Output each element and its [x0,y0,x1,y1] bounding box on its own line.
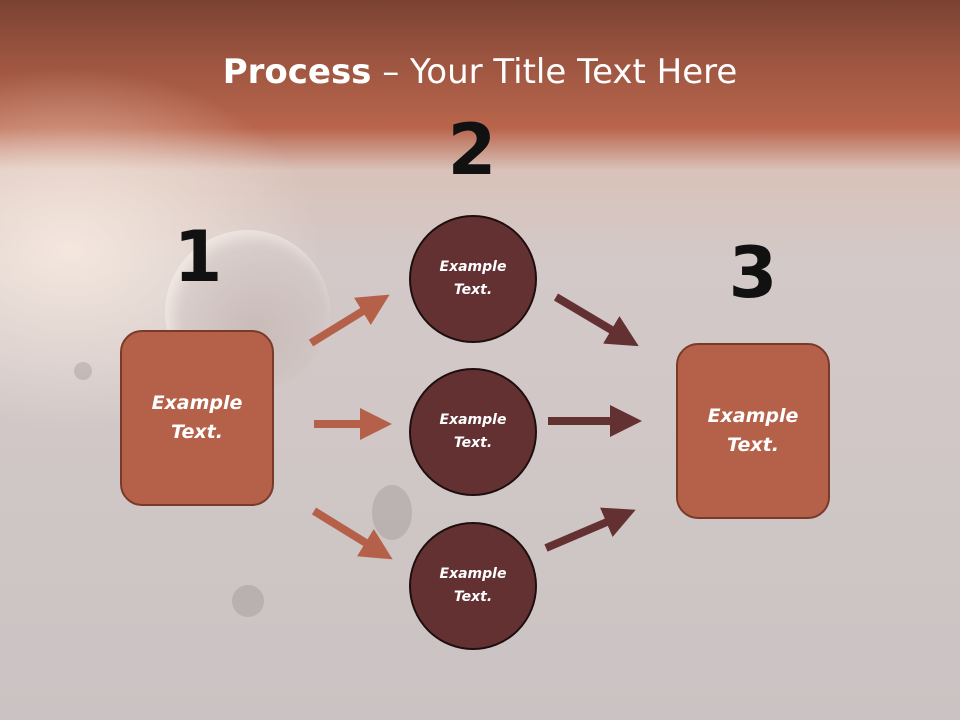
circle-middle-text: Example Text. [439,412,507,451]
title-bold: Process [222,52,372,92]
asteroid-decoration [232,585,264,617]
step-number-3: 3 [728,232,778,314]
step-3-text: Example Text. [707,405,799,456]
step-1-text: Example Text. [151,392,243,443]
circle-middle: Example Text. [409,368,537,496]
circle-bottom: Example Text. [409,522,537,650]
step-1-box: Example Text. [120,330,274,506]
step-number-2: 2 [447,109,497,191]
asteroid-decoration [74,362,92,380]
step-number-1: 1 [173,216,223,298]
arrow-from-bottom-circle [544,507,636,552]
step-3-box: Example Text. [676,343,830,519]
slide-title: Process – Your Title Text Here [0,52,960,92]
circle-top-text: Example Text. [439,259,507,298]
arrow-from-top-circle [553,293,639,347]
circle-top: Example Text. [409,215,537,343]
circle-bottom-text: Example Text. [439,566,507,605]
arrow-to-top-circle [308,294,390,347]
title-rest: – Your Title Text Here [371,52,738,92]
arrow-to-bottom-circle [311,507,393,560]
